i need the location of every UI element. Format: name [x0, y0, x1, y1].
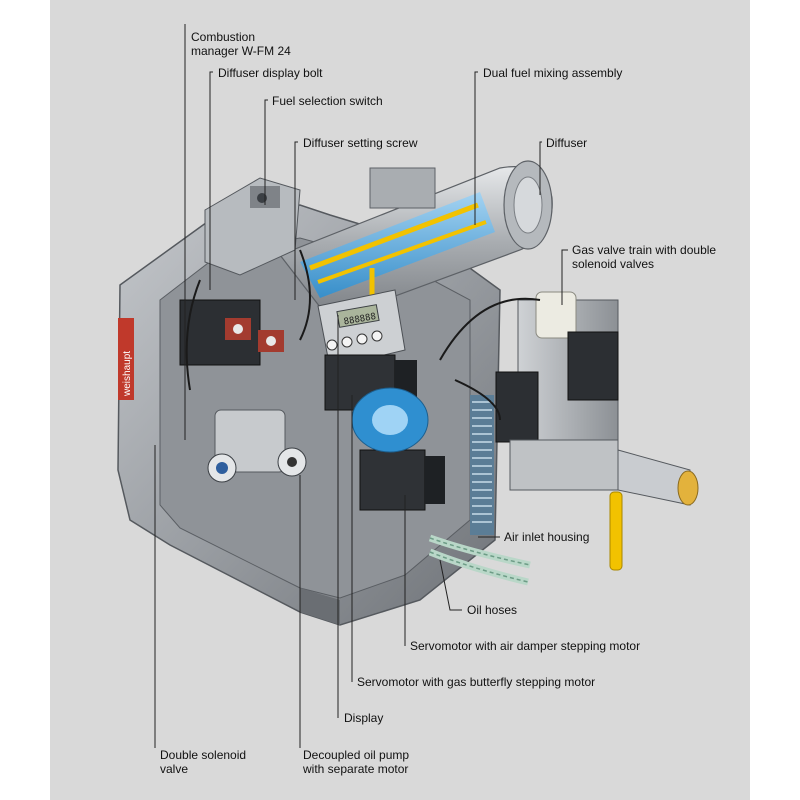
- label-decoupled-oil-pump-line2: with separate motor: [303, 762, 409, 776]
- flame-tube: [279, 160, 553, 333]
- label-dual-fuel-mixing-assembly: Dual fuel mixing assembly: [483, 66, 623, 80]
- control-panel: 888888: [317, 289, 406, 369]
- label-diffuser-display-bolt: Diffuser display bolt: [218, 66, 323, 80]
- brand-plate: weishaupt: [118, 318, 134, 400]
- leader-lines: [154, 24, 568, 748]
- gas-ball-valve: [609, 449, 699, 571]
- label-gas-valve-train-line1: Gas valve train with double: [572, 243, 717, 257]
- air-inlet-grille: [470, 395, 494, 535]
- label-display: Display: [344, 711, 384, 725]
- label-combustion-manager-line1: Combustion: [191, 30, 256, 44]
- label-double-solenoid-valve-line2: valve: [160, 762, 189, 776]
- gas-valve-train: [495, 291, 619, 491]
- label-oil-hoses: Oil hoses: [467, 603, 518, 617]
- oil-hoses: [428, 534, 531, 586]
- label-air-inlet-housing: Air inlet housing: [504, 530, 590, 544]
- label-gas-valve-train: Gas valve train with double solenoid val…: [572, 243, 716, 271]
- label-double-solenoid-valve: Double solenoid valve: [160, 748, 246, 776]
- fan-impeller: [351, 387, 429, 453]
- label-servomotor-gas: Servomotor with gas butterfly stepping m…: [357, 675, 596, 689]
- label-gas-valve-train-line2: solenoid valves: [572, 257, 655, 271]
- label-combustion-manager-line2: manager W-FM 24: [191, 44, 291, 58]
- servomotor-air: [359, 449, 445, 511]
- label-decoupled-oil-pump-line1: Decoupled oil pump: [303, 748, 410, 762]
- double-solenoid-valve-block: [179, 299, 284, 366]
- label-combustion-manager: Combustion manager W-FM 24: [191, 30, 291, 58]
- label-decoupled-oil-pump: Decoupled oil pump with separate motor: [303, 748, 409, 776]
- oil-pump: [207, 409, 307, 483]
- brand-name: weishaupt: [122, 351, 133, 397]
- cables: [185, 249, 541, 421]
- label-fuel-selection-switch: Fuel selection switch: [272, 94, 383, 108]
- label-diffuser: Diffuser: [546, 136, 588, 150]
- label-diffuser-setting-screw: Diffuser setting screw: [303, 136, 418, 150]
- label-double-solenoid-valve-line1: Double solenoid: [160, 748, 247, 762]
- label-servomotor-air: Servomotor with air damper stepping moto…: [410, 639, 641, 653]
